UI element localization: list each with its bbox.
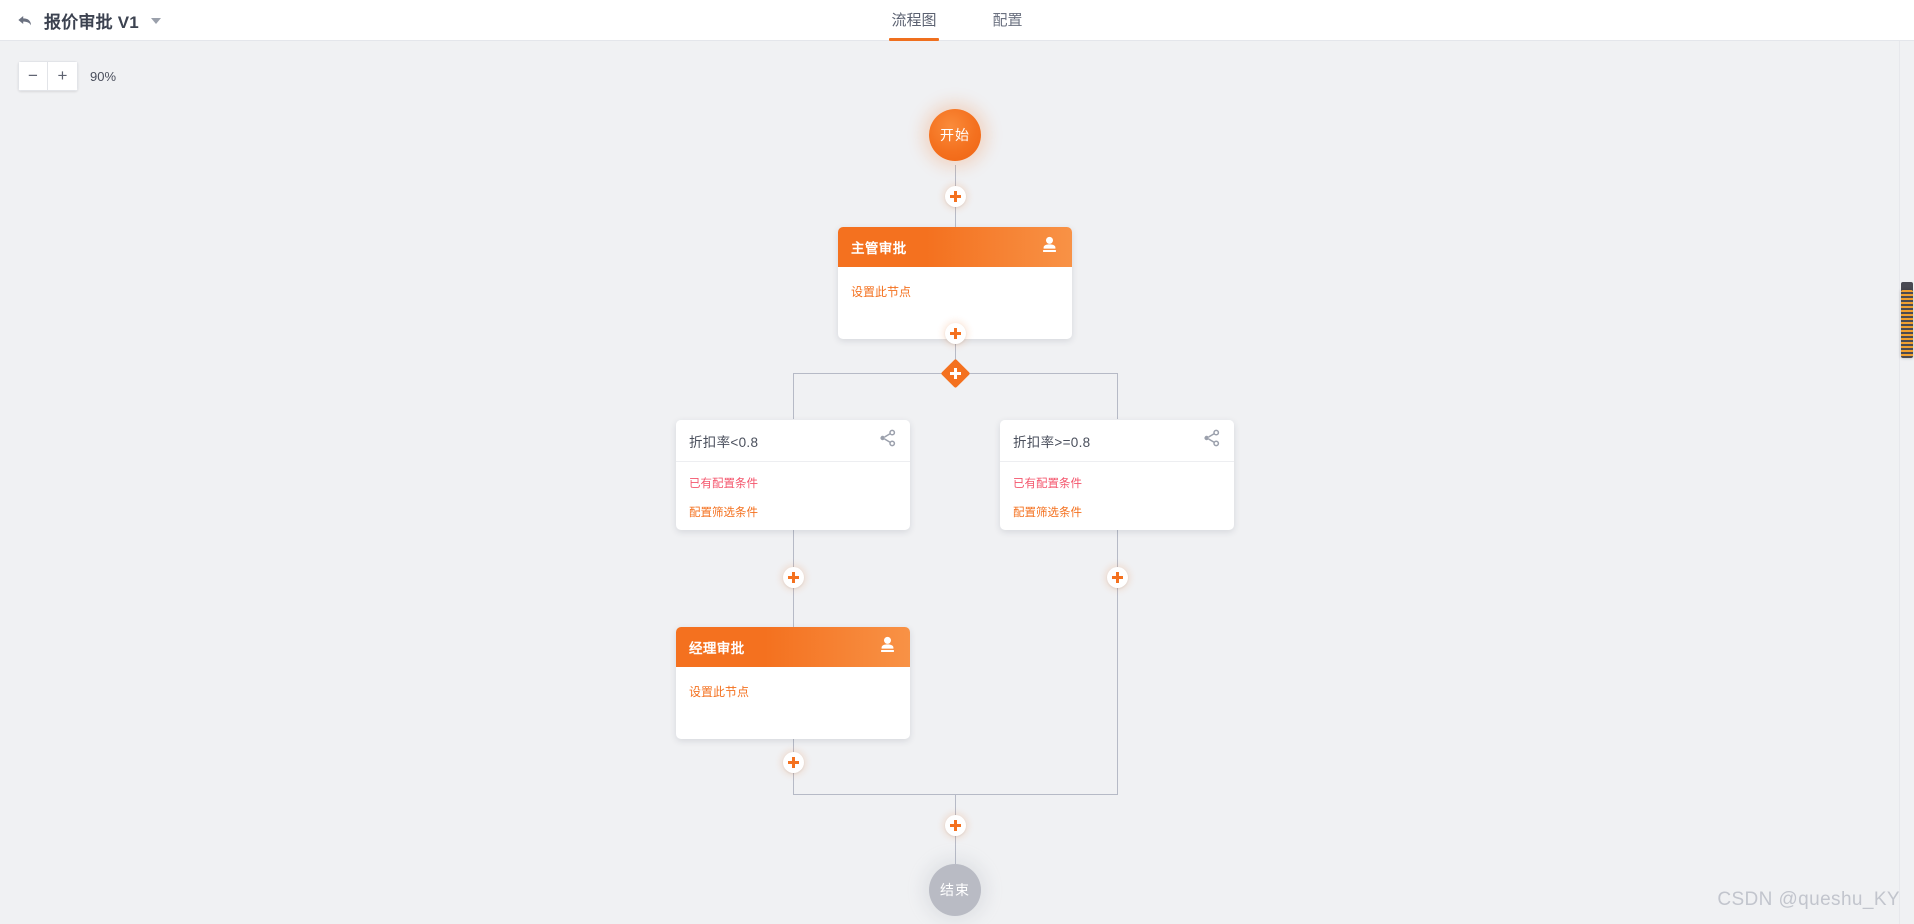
share-branch-icon[interactable] [879,429,897,452]
back-arrow-icon[interactable] [16,12,34,30]
chevron-down-icon[interactable] [150,17,161,24]
node-header-supervisor: 主管审批 [838,227,1072,267]
page-title: 报价审批 V1 [44,13,139,32]
start-node-label: 开始 [940,127,970,143]
add-node-after-start-button[interactable] [945,186,966,207]
tab-flowchart[interactable]: 流程图 [889,0,939,41]
existing-condition-status-right[interactable]: 已有配置条件 [1013,478,1082,490]
tab-configuration[interactable]: 配置 [992,12,1023,29]
watermark-label: CSDN @queshu_KY [1717,889,1900,910]
vertical-scrollbar-track[interactable] [1899,41,1914,924]
add-node-right-branch-button[interactable] [1107,567,1128,588]
node-body-supervisor: 设置此节点 [838,267,1072,301]
zoom-controls: − + 90% [18,61,116,91]
configure-filter-link-left[interactable]: 配置筛选条件 [689,507,758,519]
node-body-condition-left: 已有配置条件 配置筛选条件 [676,462,910,520]
add-node-after-manager-button[interactable] [783,752,804,773]
add-node-before-end-button[interactable] [945,815,966,836]
configure-node-link-manager[interactable]: 设置此节点 [689,685,750,699]
node-title-condition-left: 折扣率<0.8 [689,434,759,450]
end-node[interactable]: 结束 [929,864,981,916]
connector-right-condition-to-merge [1117,530,1118,794]
top-bar: 报价审批 V1 流程图 配置 [0,0,1914,41]
node-card-manager-approval[interactable]: 经理审批 设置此节点 [676,627,910,739]
configure-filter-link-right[interactable]: 配置筛选条件 [1013,507,1082,519]
add-node-left-branch-button[interactable] [783,567,804,588]
node-card-condition-left[interactable]: 折扣率<0.8 已有配置条件 配置筛选条件 [676,420,910,530]
node-body-manager: 设置此节点 [676,667,910,701]
start-node[interactable]: 开始 [929,109,981,161]
node-header-condition-right: 折扣率>=0.8 [1000,420,1234,462]
vertical-scrollbar-thumb-cap [1901,282,1913,291]
zoom-out-button[interactable]: − [18,61,48,91]
flow-canvas[interactable]: − + 90% 开始 主管审批 [0,41,1914,924]
node-title-supervisor: 主管审批 [851,241,907,256]
tab-bar: 流程图 配置 [0,0,1914,41]
node-header-condition-left: 折扣率<0.8 [676,420,910,462]
node-title-manager: 经理审批 [689,641,745,656]
zoom-in-button[interactable]: + [48,61,78,91]
node-card-supervisor-approval[interactable]: 主管审批 设置此节点 [838,227,1072,339]
person-stamp-icon [878,635,897,659]
node-header-manager: 经理审批 [676,627,910,667]
document-title-group: 报价审批 V1 [16,0,161,41]
zoom-button-group: − + [18,61,78,91]
node-body-condition-right: 已有配置条件 配置筛选条件 [1000,462,1234,520]
node-title-condition-right: 折扣率>=0.8 [1013,434,1091,450]
connector-right-branch-stub [1117,373,1118,419]
share-branch-icon[interactable] [1203,429,1221,452]
end-node-label: 结束 [940,882,970,898]
existing-condition-status-left[interactable]: 已有配置条件 [689,478,758,490]
add-node-after-supervisor-button[interactable] [945,323,966,344]
person-stamp-icon [1040,235,1059,259]
node-card-condition-right[interactable]: 折扣率>=0.8 已有配置条件 配置筛选条件 [1000,420,1234,530]
add-branch-diamond-icon[interactable] [940,358,971,389]
configure-node-link-supervisor[interactable]: 设置此节点 [851,285,912,299]
zoom-level-label: 90% [90,68,117,84]
connector-left-branch-stub [793,373,794,419]
vertical-scrollbar-thumb[interactable] [1901,290,1913,358]
